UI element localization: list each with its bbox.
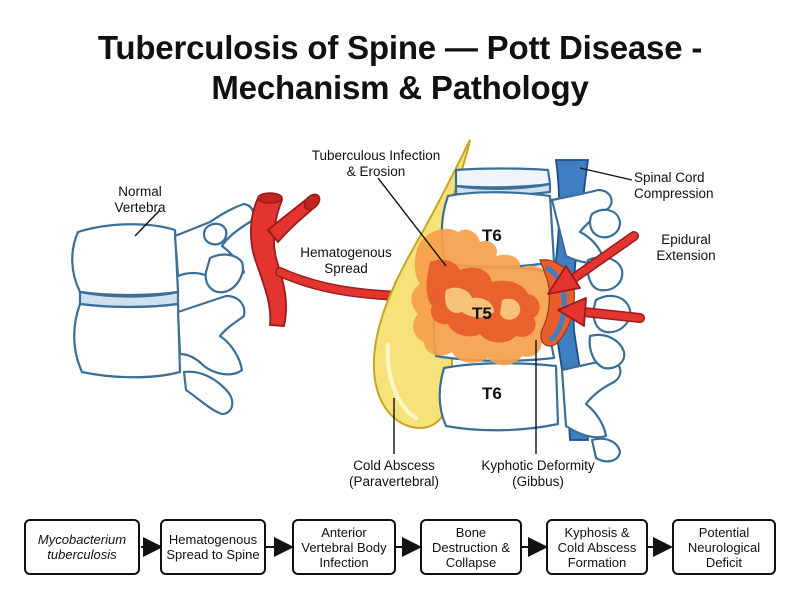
leader-lines: [134, 167, 633, 454]
vertebra-label-middle: T5: [472, 304, 492, 323]
label-tuberculous-infection: Tuberculous Infection & Erosion: [311, 148, 441, 179]
label-normal-vertebra: Normal Vertebra: [114, 184, 166, 215]
vertebra-label-lower: T6: [482, 384, 502, 403]
epidural-extension-arrows: [547, 231, 645, 327]
page-title: Tuberculosis of Spine — Pott Disease -: [97, 29, 703, 66]
blood-vessel-illustration: [250, 192, 321, 327]
vertebra-label-upper: T6: [482, 226, 502, 245]
infection-erosion-area: [411, 228, 575, 366]
label-spinal-cord-compression: Spinal Cord Compression: [634, 170, 714, 201]
normal-vertebra-illustration: [71, 202, 255, 416]
label-hematogenous-spread: Hematogenous Spread: [300, 245, 392, 276]
label-kyphotic-deformity: Kyphotic Deformity (Gibbus): [481, 458, 595, 489]
page-subtitle: Mechanism & Pathology: [211, 69, 589, 106]
label-epidural-extension: Epidural Extension: [656, 232, 716, 263]
label-cold-abscess: Cold Abscess (Paravertebral): [348, 458, 440, 489]
